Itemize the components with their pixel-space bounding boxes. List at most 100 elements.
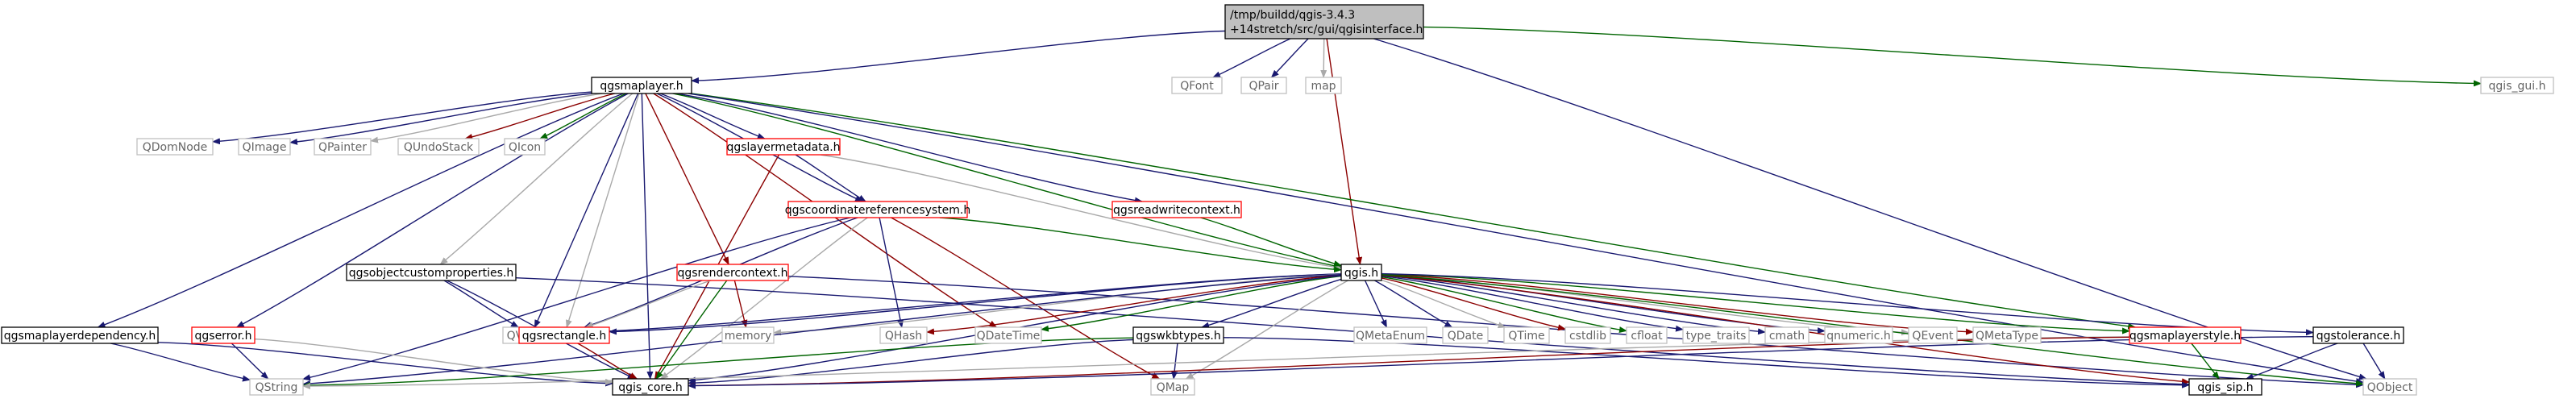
node-qicon: QIcon: [504, 138, 546, 156]
node-cfloat: cfloat: [1626, 326, 1668, 344]
edge-line: [1171, 343, 1178, 380]
edge-qgslayermetadata-to-qgscrs: [795, 154, 866, 202]
node-box: [1305, 77, 1342, 94]
edge-line: [231, 343, 269, 380]
node-label: qgis_core.h: [618, 381, 683, 394]
edge-line: [584, 280, 712, 329]
edge-qgis-to-cmath: [1381, 275, 1766, 335]
edge-qgis-to-cstdlib: [1381, 277, 1566, 331]
edge-qgsmaplayer-to-qgis_core: [641, 93, 654, 380]
node-label: qgstolerance.h: [2316, 330, 2400, 343]
edge-line: [2362, 343, 2386, 380]
edge-qgstolerance-to-qgis_sip: [2245, 343, 2338, 380]
node-label: QObject: [2367, 381, 2413, 394]
node-box: [1972, 326, 2042, 344]
node-memory: memory: [721, 326, 775, 344]
node-box: [721, 326, 775, 344]
edge-qgsmaplayer-to-qgsrendercontext: [645, 93, 729, 265]
edge-qgsmaplayer-to-qobject: [688, 93, 2364, 384]
edge-root-to-qfont: [1212, 38, 1291, 78]
node-box: [787, 201, 968, 218]
node-qgsobjectcustomproperties[interactable]: qgsobjectcustomproperties.h: [346, 264, 517, 281]
node-label: qgsobjectcustomproperties.h: [349, 267, 514, 280]
edge-line: [565, 93, 640, 328]
node-qgsmaplayerstyle[interactable]: qgsmaplayerstyle.h: [2129, 326, 2242, 344]
nodes-layer: /tmp/buildd/qgis-3.4.3+14stretch/src/gui…: [1, 4, 2554, 396]
node-label: QFont: [1180, 80, 1214, 93]
node-box: [2129, 326, 2242, 344]
node-box: [1503, 326, 1550, 344]
node-qgis[interactable]: qgis.h: [1340, 264, 1382, 281]
node-box: [1824, 326, 1893, 344]
node-label: map: [1311, 80, 1336, 93]
edge-line: [879, 217, 904, 328]
edge-qgserror-to-qstring: [231, 343, 269, 380]
node-box: [1111, 201, 1242, 218]
node-qgis_gui: qgis_gui.h: [2480, 77, 2554, 94]
node-box: [1764, 326, 1809, 344]
node-label: QEvent: [1912, 330, 1954, 343]
node-qgsrectangle[interactable]: qgsrectangle.h: [518, 326, 610, 344]
edge-line: [1320, 38, 1327, 78]
node-qgswkbtypes[interactable]: qgswkbtypes.h: [1132, 326, 1224, 344]
edge-qgis-to-qdate: [1374, 280, 1453, 328]
edge-line: [157, 342, 613, 387]
edge-qgsrendercontext-to-qgis_core: [655, 280, 728, 380]
node-qgserror[interactable]: qgserror.h: [191, 326, 256, 344]
node-label: QDate: [1448, 330, 1483, 343]
node-qgsrendercontext[interactable]: qgsrendercontext.h: [676, 264, 789, 281]
node-cstdlib: cstdlib: [1564, 326, 1611, 344]
node-qevent: QEvent: [1908, 326, 1958, 344]
edge-line: [688, 336, 2314, 389]
node-label: qnumeric.h: [1826, 330, 1891, 343]
node-qdatetime: QDateTime: [974, 326, 1042, 344]
node-box: [1908, 326, 1958, 344]
edge-line: [254, 339, 613, 385]
edge-line: [97, 93, 624, 328]
node-qgis_sip[interactable]: qgis_sip.h: [2188, 378, 2262, 396]
edge-qgis-to-memory: [773, 273, 1342, 336]
edge-qgis-to-qgsmaplayerstyle: [1381, 273, 2130, 334]
edge-qgsmaplayer-to-qdomnode: [212, 91, 592, 145]
node-box: [879, 326, 928, 344]
node-box: [1, 326, 159, 344]
edge-qgis-to-qstring: [302, 273, 1342, 387]
edge-root-to-qgsmaplayer: [691, 30, 1226, 84]
edge-line: [439, 93, 634, 265]
node-label: qgsrendercontext.h: [677, 267, 787, 280]
edge-line: [515, 277, 2190, 388]
node-box: [2188, 378, 2262, 396]
node-qgslayermetadata[interactable]: qgslayermetadata.h: [726, 138, 841, 156]
edge-qgsmaplayer-to-qpainter: [370, 93, 603, 143]
node-box: [612, 378, 689, 396]
edge-line: [577, 343, 638, 380]
node-qmetatype: QMetaType: [1972, 326, 2042, 344]
edge-line: [939, 217, 1342, 273]
node-root[interactable]: /tmp/buildd/qgis-3.4.3+14stretch/src/gui…: [1224, 4, 1424, 39]
edge-qgis-to-qgsrectangle: [609, 273, 1342, 335]
edge-root-to-map: [1320, 38, 1327, 78]
edge-line: [1041, 275, 1342, 332]
node-label: QMetaType: [1976, 330, 2038, 343]
edge-line: [691, 30, 1226, 84]
edge-qgsmaplayer-to-qgsrectangle: [565, 93, 640, 328]
edge-line: [659, 217, 868, 380]
node-box: [1442, 326, 1489, 344]
node-qgsreadwritecontext[interactable]: qgsreadwritecontext.h: [1111, 201, 1242, 218]
edge-line: [534, 93, 639, 328]
edge-qgis-to-qtime: [1381, 279, 1506, 329]
node-qgsmaplayer[interactable]: qgsmaplayer.h: [591, 77, 692, 94]
node-box: [191, 326, 256, 344]
node-qgstolerance[interactable]: qgstolerance.h: [2312, 326, 2404, 344]
node-qgsmaplayerdependency[interactable]: qgsmaplayerdependency.h: [1, 326, 159, 344]
edge-qgstolerance-to-qobject: [2362, 343, 2386, 380]
node-box: [504, 138, 546, 156]
node-box: [2362, 378, 2417, 396]
edge-qgscrs-to-qstring: [302, 217, 851, 381]
node-qgscrs[interactable]: qgscoordinatereferencesystem.h: [785, 201, 971, 218]
node-box: [1353, 326, 1427, 344]
node-box: [726, 138, 841, 156]
node-qgis_core[interactable]: qgis_core.h: [612, 378, 689, 396]
edge-qgsmaplayerstyle-to-qgis_sip: [2191, 343, 2220, 380]
node-label: qgis.h: [1344, 267, 1378, 280]
